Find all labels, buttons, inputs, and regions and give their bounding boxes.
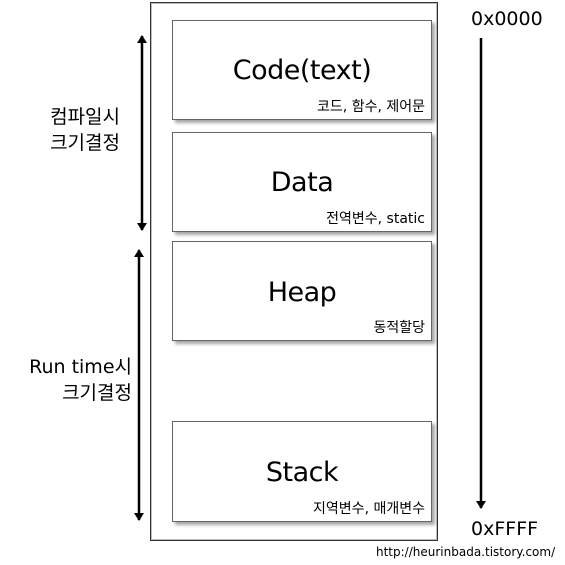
address-start-label: 0x0000	[471, 8, 543, 30]
compile-time-label: 컴파일시 크기결정	[18, 104, 120, 156]
code-segment-desc: 코드, 함수, 제어문	[317, 99, 425, 115]
code-segment: Code(text) 코드, 함수, 제어문	[172, 20, 432, 120]
stack-segment-desc: 지역변수, 매개변수	[313, 501, 425, 517]
stack-segment-title: Stack	[265, 457, 339, 488]
heap-segment: Heap 동적할당	[172, 241, 432, 341]
credit-url: http://heurinbada.tistory.com/	[376, 545, 556, 559]
compile-time-label-line1: 컴파일시	[50, 106, 120, 128]
memory-block: Code(text) 코드, 함수, 제어문 Data 전역변수, static…	[150, 2, 438, 541]
data-segment: Data 전역변수, static	[172, 132, 432, 232]
runtime-label-line2: 크기결정	[62, 382, 132, 404]
heap-segment-desc: 동적할당	[373, 320, 425, 336]
data-segment-desc: 전역변수, static	[326, 211, 425, 227]
data-segment-title: Data	[270, 167, 334, 198]
heap-segment-title: Heap	[267, 277, 337, 308]
compile-time-label-line2: 크기결정	[50, 132, 120, 154]
stack-segment: Stack 지역변수, 매개변수	[172, 421, 432, 522]
address-end-label: 0xFFFF	[471, 518, 539, 540]
code-segment-title: Code(text)	[232, 55, 372, 86]
runtime-label-line1: Run time시	[29, 356, 132, 378]
runtime-label: Run time시 크기결정	[4, 354, 132, 406]
